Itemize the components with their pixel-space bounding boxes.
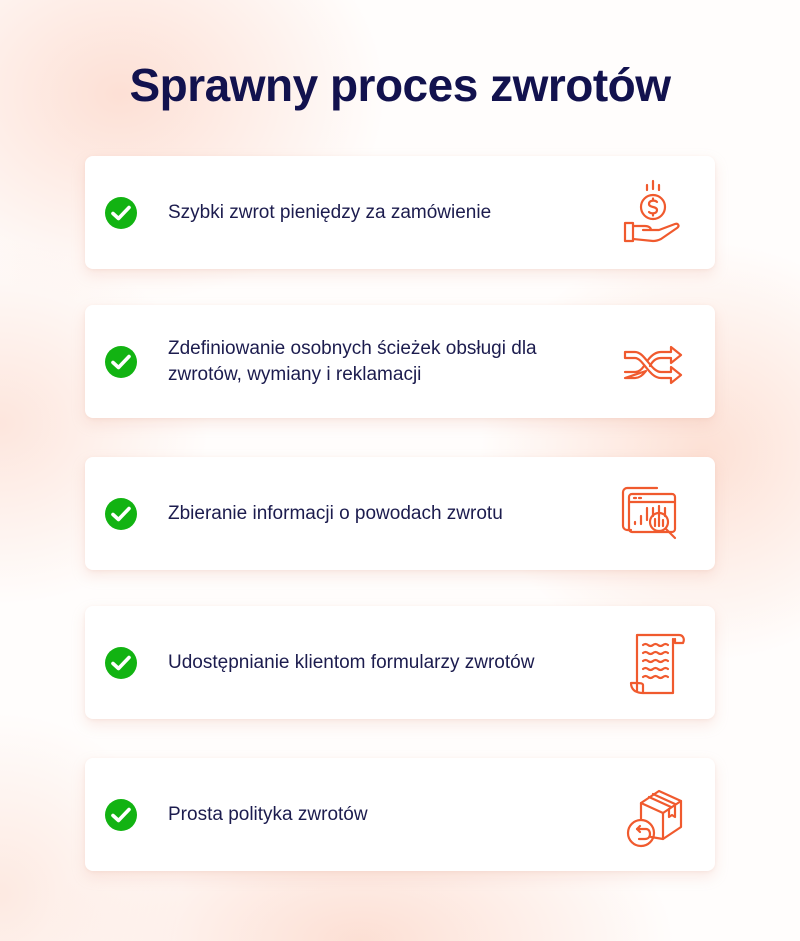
box-return-icon <box>617 779 689 851</box>
feature-text: Szybki zwrot pieniędzy za zamówienie <box>168 201 492 223</box>
feature-text: Udostępnianie klientom formularzy zwrotó… <box>168 651 535 673</box>
page-title: Sprawny proces zwrotów <box>129 59 671 111</box>
check-icon <box>105 196 137 229</box>
document-scroll-icon <box>617 627 689 699</box>
feature-card-simple-policy: Prosta polityka zwrotów <box>85 758 715 871</box>
check-icon <box>105 798 137 831</box>
crossing-arrows-icon <box>617 326 689 398</box>
data-analysis-icon <box>617 478 689 550</box>
check-icon <box>105 497 137 530</box>
feature-card-return-forms: Udostępnianie klientom formularzy zwrotó… <box>85 606 715 719</box>
feature-card-separate-paths: Zdefiniowanie osobnych ścieżek obsługi d… <box>85 305 715 418</box>
feature-card-return-reasons: Zbieranie informacji o powodach zwrotu <box>85 457 715 570</box>
money-in-hand-icon <box>617 177 689 249</box>
feature-text: Zbieranie informacji o powodach zwrotu <box>168 502 503 524</box>
check-icon <box>105 345 137 378</box>
feature-text: Prosta polityka zwrotów <box>168 803 368 825</box>
check-icon <box>105 646 137 679</box>
feature-card-fast-refund: Szybki zwrot pieniędzy za zamówienie <box>85 156 715 269</box>
feature-text: Zdefiniowanie osobnych ścieżek obsługi d… <box>168 337 537 385</box>
